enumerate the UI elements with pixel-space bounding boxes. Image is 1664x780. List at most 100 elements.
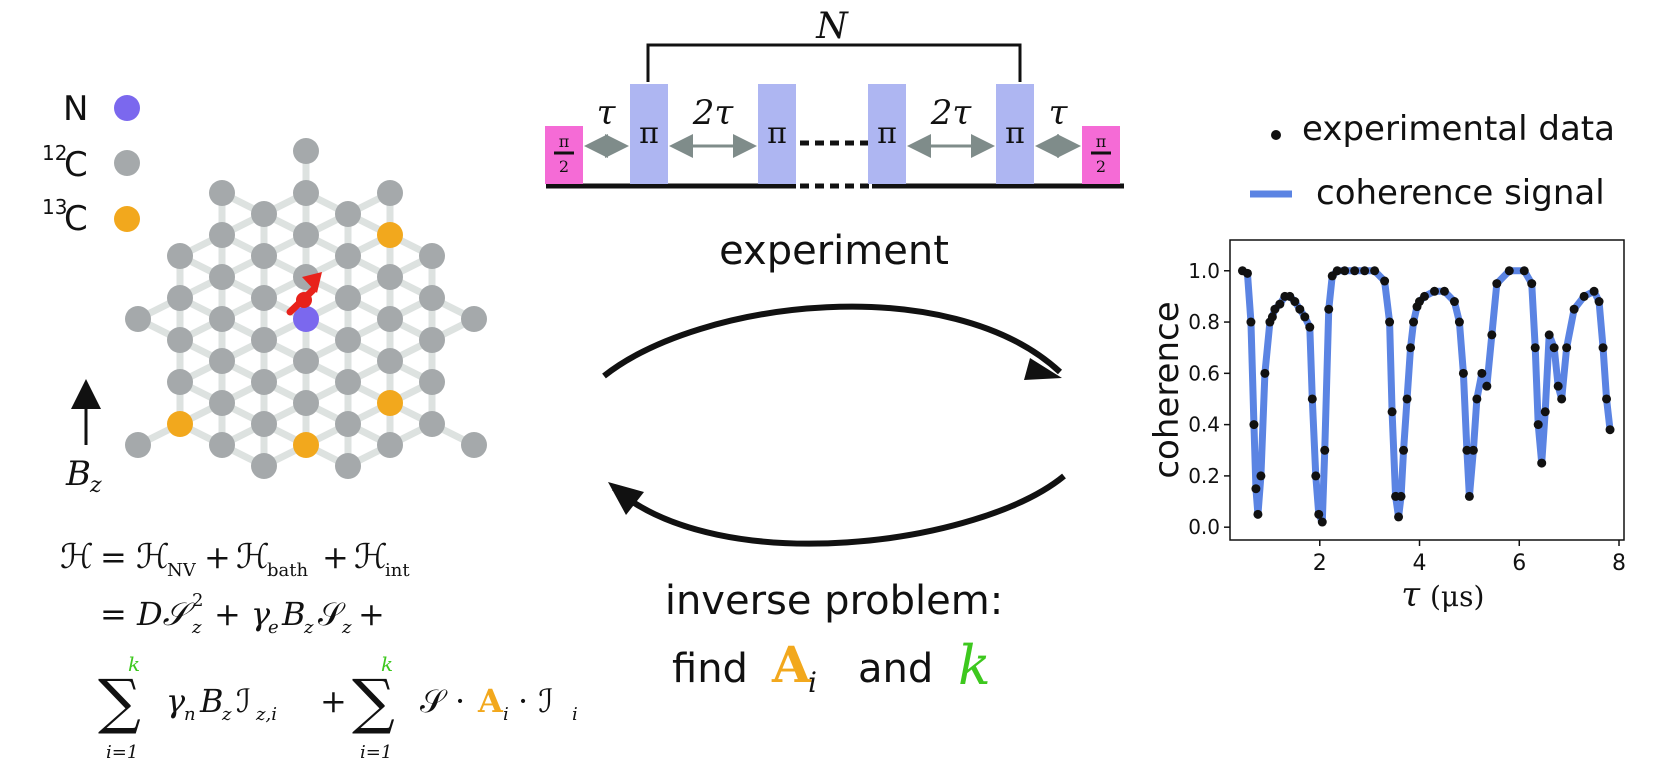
ham-S-z: z xyxy=(341,617,352,638)
half-pi-right-num: π xyxy=(1096,132,1107,151)
carbon-12-atom xyxy=(335,201,361,227)
ham-int-sub: int xyxy=(385,560,410,581)
ham-sum2-i: i=1 xyxy=(360,742,392,763)
experimental-data-point xyxy=(1249,420,1259,430)
chart-xlabel-unit: (μs) xyxy=(1430,580,1484,613)
experimental-data-point xyxy=(1420,291,1430,301)
carbon-12-atom xyxy=(377,180,403,206)
carbon-12-atom xyxy=(419,369,445,395)
experimental-data-point xyxy=(1406,343,1416,353)
carbon-12-atom xyxy=(461,306,487,332)
n-bracket xyxy=(646,43,1022,82)
carbon-12-atom xyxy=(251,243,277,269)
n-bracket-label: N xyxy=(815,6,849,47)
y-tick-label: 0.2 xyxy=(1188,464,1220,488)
carbon-13-atom xyxy=(377,390,403,416)
experimental-data-point xyxy=(1399,445,1409,455)
x-tick-label: 2 xyxy=(1313,551,1327,576)
carbon-12-atom xyxy=(251,453,277,479)
ham-Iz-sub: z,i xyxy=(255,704,277,725)
experimental-data-point xyxy=(1332,266,1342,276)
carbon-12-atom xyxy=(209,432,235,458)
ham-dot-I: · ℐ xyxy=(518,682,553,720)
experimental-data-point xyxy=(1589,286,1599,296)
ham-H: ℋ xyxy=(60,537,94,577)
inverse-A-sub: i xyxy=(808,666,817,699)
experimental-data-point xyxy=(1360,266,1370,276)
ham-sum1-i: i=1 xyxy=(106,742,138,763)
carbon-13-atom xyxy=(293,432,319,458)
ham-Iz: ℐ xyxy=(236,682,251,720)
experimental-data-point xyxy=(1458,368,1468,378)
inverse-k: k xyxy=(958,634,991,697)
carbon-12-atom xyxy=(419,327,445,353)
experimental-data-point xyxy=(1242,268,1252,278)
atom-legend: N 12 C 13 C xyxy=(42,89,140,239)
experimental-data-point xyxy=(1602,394,1612,404)
experimental-data-point xyxy=(1253,509,1263,519)
ham-B2: B xyxy=(199,682,224,720)
carbon-12-atom xyxy=(377,432,403,458)
nitrogen-atom xyxy=(293,306,319,332)
legend-c12-swatch xyxy=(114,150,140,176)
carbon-13-atom xyxy=(377,222,403,248)
ham-plus3: + xyxy=(320,682,347,720)
tau-label-right: τ xyxy=(1049,93,1069,133)
experimental-data-point xyxy=(1256,471,1266,481)
experimental-data-point xyxy=(1370,266,1380,276)
two-tau-label-left: 2τ xyxy=(692,93,735,133)
experimental-data-point xyxy=(1594,297,1604,307)
ham-gamma-n: γ xyxy=(166,682,186,720)
experimental-data-point xyxy=(1482,381,1492,391)
ham-H-int: ℋ xyxy=(354,537,388,577)
carbon-12-atom xyxy=(209,390,235,416)
carbon-12-atom xyxy=(419,285,445,311)
ham-B: B xyxy=(281,595,306,633)
ham-line2: = D𝒮 xyxy=(100,595,196,633)
experimental-data-point xyxy=(1504,266,1514,276)
carbon-12-atom xyxy=(293,138,319,164)
carbon-12-atom xyxy=(125,432,151,458)
carbon-12-atom xyxy=(251,327,277,353)
experimental-data-point xyxy=(1307,394,1317,404)
ham-n-sub: n xyxy=(184,704,196,725)
ham-dot-A: A xyxy=(477,682,504,720)
ham-line2-z: z xyxy=(191,617,202,638)
experimental-data-point xyxy=(1251,484,1261,494)
carbon-12-atom xyxy=(293,348,319,374)
chart-frame xyxy=(1229,239,1625,541)
experimental-data-point xyxy=(1295,304,1305,314)
experimental-data-point xyxy=(1300,312,1310,322)
forward-arrowhead xyxy=(1024,358,1062,380)
experimental-data-point xyxy=(1530,343,1540,353)
experimental-data-point xyxy=(1540,407,1550,417)
inverse-arrow xyxy=(612,473,1066,547)
pi-pulse-4 xyxy=(996,84,1034,184)
experimental-data-point xyxy=(1429,286,1439,296)
ham-sum2-k: k xyxy=(381,652,393,676)
y-tick-label: 0.4 xyxy=(1188,413,1220,437)
field-label: B xyxy=(65,454,91,494)
experimental-data-point xyxy=(1449,297,1459,307)
carbon-12-atom xyxy=(251,411,277,437)
experimental-data-point xyxy=(1553,381,1563,391)
legend-c13-label: C xyxy=(64,199,88,239)
ham-B2-z: z xyxy=(221,704,232,725)
ham-line2-sq: 2 xyxy=(192,590,203,611)
experimental-data-point xyxy=(1598,343,1608,353)
carbon-12-atom xyxy=(377,264,403,290)
carbon-12-atom xyxy=(293,180,319,206)
inverse-line1: inverse problem: xyxy=(665,578,1003,624)
carbon-12-atom xyxy=(335,243,361,269)
experimental-data-point xyxy=(1579,291,1589,301)
chart-xlabel-main: τ xyxy=(1401,575,1421,615)
experimental-data-point xyxy=(1305,322,1315,332)
pi-pulse-3-label: π xyxy=(877,116,897,151)
ham-sum1: ∑ xyxy=(98,667,141,737)
experimental-data-point xyxy=(1380,276,1390,286)
y-tick-label: 0.0 xyxy=(1188,515,1220,539)
half-pi-left-den: 2 xyxy=(559,157,569,176)
half-pi-pulse-right xyxy=(1082,126,1120,184)
experimental-data-point xyxy=(1314,509,1324,519)
